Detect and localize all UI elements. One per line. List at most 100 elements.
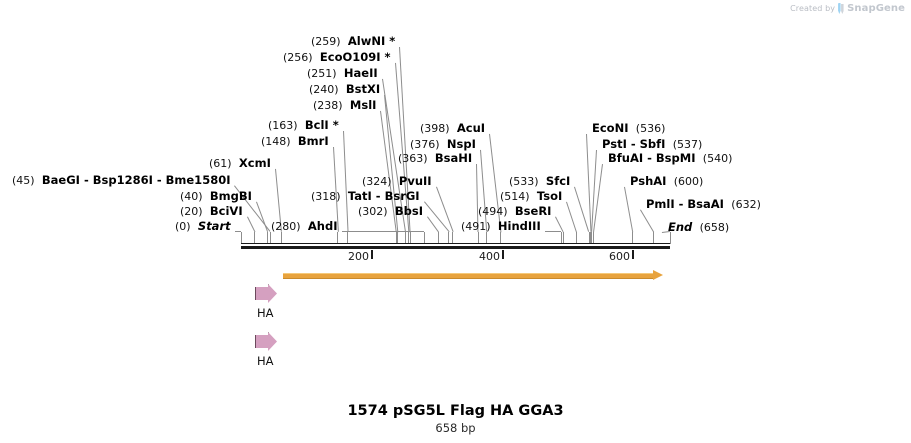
site-position: (240) (309, 83, 339, 96)
feature-label: HA (257, 306, 274, 320)
leader-line (624, 186, 634, 232)
site-enzyme-name: HindIII (497, 219, 541, 233)
site-enzyme-name: XcmI (238, 156, 271, 170)
restriction-site-tick[interactable] (254, 232, 255, 244)
restriction-site-tick[interactable] (591, 232, 592, 244)
restriction-site-tick[interactable] (670, 232, 671, 244)
restriction-site-tick[interactable] (397, 232, 398, 244)
restriction-site-tick[interactable] (563, 232, 564, 244)
restriction-site-tick[interactable] (576, 232, 577, 244)
site-position: (600) (673, 175, 704, 188)
site-position: (302) (358, 205, 388, 218)
snapgene-logo-icon (838, 3, 844, 14)
restriction-site-label[interactable]: (40) BmgBI (180, 190, 252, 203)
site-position: (363) (398, 152, 428, 165)
watermark-brand: SnapGene (847, 3, 905, 14)
site-enzyme-name: BmgBI (209, 189, 252, 203)
watermark-prefix: Created by (790, 4, 836, 13)
restriction-site-label[interactable]: EcoNI (536) (592, 122, 665, 135)
restriction-site-label[interactable]: PmlI - BsaAI (632) (646, 198, 761, 211)
restriction-site-label[interactable]: (238) MslI (313, 99, 376, 112)
restriction-site-label[interactable]: End (658) (668, 221, 729, 234)
site-enzyme-name: TatI - BsrGI (347, 189, 420, 203)
restriction-site-label[interactable]: (256) EcoO109I * (283, 51, 391, 64)
restriction-site-label[interactable]: (251) HaeII (307, 67, 378, 80)
site-position: (398) (420, 122, 450, 135)
ruler-label: 200 (348, 250, 369, 263)
restriction-site-label[interactable]: (148) BmrI (261, 135, 329, 148)
restriction-site-tick[interactable] (424, 232, 425, 244)
restriction-site-label[interactable]: (491) HindIII (461, 220, 541, 233)
restriction-site-tick[interactable] (270, 232, 271, 244)
leader-line (586, 133, 592, 232)
ruler-tick (371, 250, 373, 259)
site-enzyme-name: BclI * (304, 118, 339, 132)
restriction-site-label[interactable]: (376) NspI (410, 138, 476, 151)
restriction-site-label[interactable]: PstI - SbfI (537) (602, 138, 702, 151)
site-enzyme-name: BfuAI - BspMI (608, 151, 696, 165)
restriction-site-tick[interactable] (438, 232, 439, 244)
site-enzyme-name: AlwNI * (347, 34, 396, 48)
restriction-site-label[interactable]: (61) XcmI (209, 157, 271, 170)
restriction-site-label[interactable]: (45) BaeGI - Bsp1286I - Bme1580I (12, 174, 230, 187)
site-position: (251) (307, 67, 337, 80)
restriction-site-label[interactable]: (20) BciVI (180, 205, 243, 218)
restriction-site-label[interactable]: (259) AlwNI * (311, 35, 395, 48)
feature-arrow-icon[interactable] (255, 284, 277, 303)
restriction-site-tick[interactable] (410, 232, 411, 244)
site-enzyme-name: End (668, 220, 693, 234)
restriction-site-label[interactable]: (494) BseRI (478, 205, 551, 218)
restriction-site-tick[interactable] (593, 232, 594, 244)
feature-arrow-icon[interactable] (255, 332, 277, 351)
restriction-site-tick[interactable] (396, 232, 397, 244)
restriction-site-tick[interactable] (408, 232, 409, 244)
restriction-site-label[interactable]: (302) BbsI (358, 205, 423, 218)
restriction-site-label[interactable]: (514) TsoI (500, 190, 562, 203)
site-position: (163) (268, 119, 298, 132)
restriction-site-tick[interactable] (500, 232, 501, 244)
restriction-site-label[interactable]: PshAI (600) (630, 175, 703, 188)
restriction-site-tick[interactable] (337, 232, 338, 244)
leader-line (544, 231, 562, 232)
sequence-backbone[interactable] (241, 246, 670, 249)
restriction-site-tick[interactable] (589, 232, 590, 244)
restriction-site-tick[interactable] (281, 232, 282, 244)
leader-line (341, 231, 424, 232)
restriction-site-label[interactable]: (0) Start (175, 220, 231, 233)
restriction-site-tick[interactable] (448, 232, 449, 244)
restriction-site-tick[interactable] (561, 232, 562, 244)
site-position: (0) (175, 220, 191, 233)
restriction-site-label[interactable]: (318) TatI - BsrGI (311, 190, 420, 203)
leader-line (566, 201, 578, 232)
orf-arrow[interactable] (283, 270, 663, 280)
site-enzyme-name: BciVI (209, 204, 243, 218)
restriction-site-tick[interactable] (267, 232, 268, 244)
restriction-site-tick[interactable] (347, 232, 348, 244)
restriction-site-label[interactable]: (363) BsaHI (398, 152, 472, 165)
site-position: (632) (731, 198, 761, 211)
site-position: (494) (478, 205, 508, 218)
restriction-site-tick[interactable] (486, 232, 487, 244)
site-enzyme-name: Start (197, 219, 231, 233)
site-enzyme-name: TsoI (536, 189, 563, 203)
restriction-site-tick[interactable] (405, 232, 406, 244)
restriction-site-tick[interactable] (241, 232, 242, 244)
site-enzyme-name: PstI - SbfI (602, 137, 666, 151)
restriction-site-tick[interactable] (590, 232, 591, 244)
restriction-site-label[interactable]: (240) BstXI (309, 83, 380, 96)
restriction-site-label[interactable]: BfuAI - BspMI (540) (608, 152, 732, 165)
restriction-site-tick[interactable] (452, 232, 453, 244)
restriction-site-tick[interactable] (632, 232, 633, 244)
site-position: (45) (12, 174, 35, 187)
restriction-site-label[interactable]: (280) AhdI (271, 220, 338, 233)
restriction-site-label[interactable]: (533) SfcI (509, 175, 570, 188)
restriction-site-label[interactable]: (324) PvuII (362, 175, 432, 188)
site-enzyme-name: BaeGI - Bsp1286I - Bme1580I (41, 173, 231, 187)
restriction-site-label[interactable]: (163) BclI * (268, 119, 339, 132)
restriction-site-label[interactable]: (398) AcuI (420, 122, 485, 135)
restriction-site-tick[interactable] (653, 232, 654, 244)
restriction-site-tick[interactable] (478, 232, 479, 244)
orf-arrow-head (653, 270, 663, 280)
site-position: (280) (271, 220, 301, 233)
site-enzyme-name: EcoNI (592, 121, 629, 135)
